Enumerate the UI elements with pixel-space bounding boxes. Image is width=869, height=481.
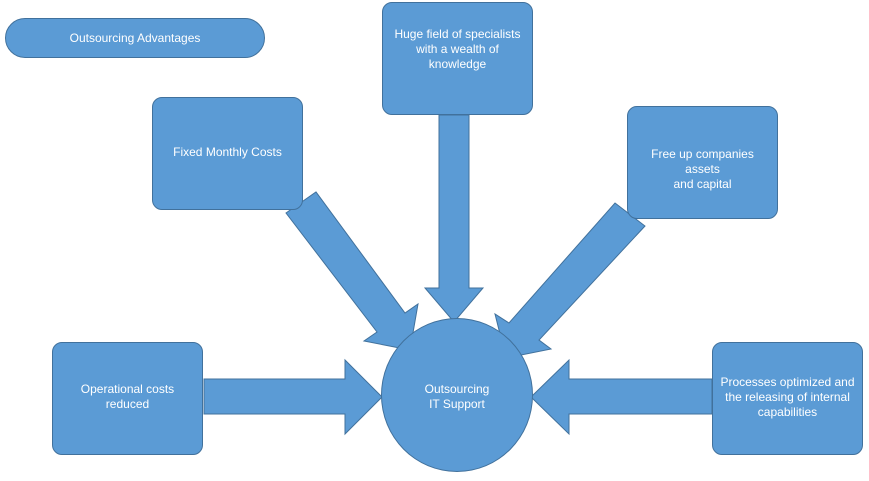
box-operational-costs: Operational costs reduced <box>52 342 203 455</box>
box-specialists: Huge field of specialists with a wealth … <box>382 2 533 115</box>
arrow-from-free-assets <box>494 202 646 359</box>
arrow-from-processes <box>530 358 713 436</box>
box-fixed-costs: Fixed Monthly Costs <box>152 97 303 210</box>
arrow-from-operational <box>203 358 383 436</box>
box-free-assets: Free up companies assets and capital <box>627 106 778 219</box>
arrow-from-fixed-costs <box>285 191 419 351</box>
hub-outsourcing-it-support: Outsourcing IT Support <box>381 318 533 472</box>
arrow-from-specialists <box>423 114 485 323</box>
title-badge: Outsourcing Advantages <box>5 18 265 58</box>
box-processes: Processes optimized and the releasing of… <box>712 342 863 455</box>
